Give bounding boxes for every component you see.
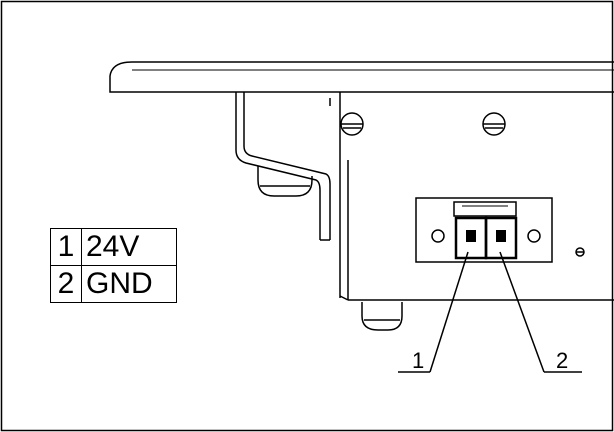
table-row: 1 24V [50,228,177,266]
leader-pin-2 [499,251,582,373]
power-connector [415,197,553,263]
clamp-screw [257,166,313,197]
indicator-hole [575,247,585,257]
leader-pin-1 [398,251,469,373]
pin-1-contact [466,230,476,242]
pin-number: 2 [50,265,82,303]
front-bezel [109,61,614,93]
pin-number: 1 [50,228,82,266]
pin-signal: 24V [81,228,177,266]
bottom-screw [361,302,403,331]
housing-screw-left [340,112,364,136]
rear-housing [329,92,614,301]
pin-2-contact [496,230,506,242]
table-row: 2 GND [50,265,177,303]
callout-label-1: 1 [412,348,425,373]
pin-signal: GND [81,265,177,303]
mounting-bracket [235,92,331,241]
pin-assignment-table: 1 24V 2 GND [50,228,177,303]
callout-label-2: 2 [556,348,569,373]
housing-screw-right [482,112,506,136]
